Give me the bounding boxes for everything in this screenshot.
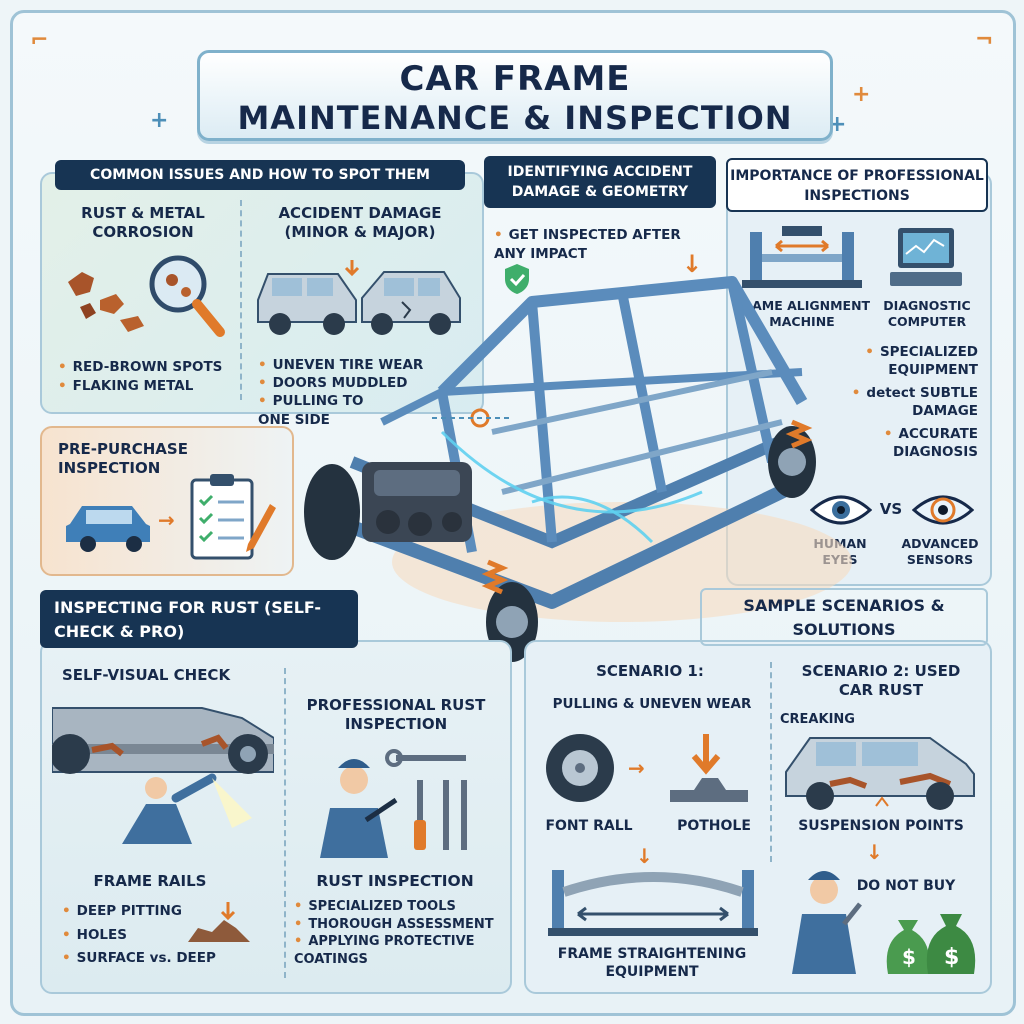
mechanic-wrench-icon <box>792 871 862 974</box>
blue-car-icon <box>66 506 150 552</box>
rust-corrosion-title: RUST & METAL CORROSION <box>81 204 205 241</box>
list-item: •FLAKING METAL <box>58 377 194 394</box>
inspecting-rust-header: INSPECTING FOR RUST (SELF-CHECK & PRO) <box>40 590 358 648</box>
arrow-right-icon: → <box>158 508 175 532</box>
list-item: •UNEVEN TIRE WEAR <box>258 357 424 373</box>
divider <box>284 668 286 978</box>
font-rail-label: FONT RALL <box>545 818 633 834</box>
money-bags-icon: $ $ <box>886 914 976 974</box>
accident-bullets: •UNEVEN TIRE WEAR •DOORS MUDDLED •PULLIN… <box>258 356 423 429</box>
frame-alignment-machine-label: FRAME ALIGNMENT MACHINE <box>733 298 871 329</box>
arrow-down-icon: ↓ <box>866 840 883 864</box>
identifying-note: •GET INSPECTED AFTER ANY IMPACT <box>494 227 681 262</box>
arrow-down-icon: ↓ <box>636 844 653 868</box>
scenarios-header: SAMPLE SCENARIOS & SOLUTIONS <box>700 588 988 646</box>
diagnostic-computer-label: DIAGNOSTIC COMPUTER <box>883 298 971 329</box>
rust-bullets: •RED-BROWN SPOTS •FLAKING METAL <box>58 358 222 396</box>
list-item: •PULLING TO ONE SIDE <box>258 393 364 428</box>
title-banner: CAR FRAME MAINTENANCE & INSPECTION <box>197 50 833 141</box>
svg-text:$: $ <box>902 945 916 969</box>
list-item: •detect SUBTLE DAMAGE <box>851 385 978 419</box>
shield-check-icon <box>505 264 529 294</box>
common-issues-header: COMMON ISSUES AND HOW TO SPOT THEM <box>55 160 465 190</box>
mechanic-tools-icon <box>320 749 467 858</box>
plus-decoration-icon: + <box>852 82 871 107</box>
scenario1-subtitle: PULLING & UNEVEN WEAR <box>552 696 752 712</box>
advanced-sensor-eye-icon <box>912 495 974 525</box>
corner-decoration-icon: ¬ <box>975 28 994 53</box>
plus-decoration-icon: + <box>150 108 169 133</box>
used-suv-icon <box>785 737 975 810</box>
professional-rust-inspection-title: PROFESSIONAL RUST INSPECTION <box>306 696 486 733</box>
car-frame-illustration <box>304 276 852 662</box>
checklist-clipboard-icon <box>190 474 276 560</box>
svg-text:$: $ <box>944 945 959 970</box>
list-item: •ACCURATE DIAGNOSIS <box>883 426 978 460</box>
accident-damage-title: ACCIDENT DAMAGE (MINOR & MAJOR) <box>278 204 442 241</box>
page-subtitle: MAINTENANCE & INSPECTION <box>237 99 793 137</box>
arrow-down-icon: ↓ <box>682 250 703 278</box>
list-item: •HOLES <box>62 926 127 943</box>
list-item: •APPLYING PROTECTIVE COATINGS <box>294 934 475 967</box>
list-item: •SURFACE vs. DEEP <box>62 950 216 967</box>
do-not-buy-label: DO NOT BUY <box>856 878 956 894</box>
scenario1-title: SCENARIO 1: <box>596 662 704 680</box>
self-check-bullets: •DEEP PITTING •HOLES •SURFACE vs. DEEP <box>62 900 216 971</box>
list-item: •SPECIALIZED TOOLS <box>294 899 456 914</box>
list-item: •SPECIALIZED EQUIPMENT <box>865 344 978 378</box>
pothole-icon <box>670 734 748 802</box>
divider <box>770 662 772 862</box>
vs-label: VS <box>879 500 903 518</box>
arrow-right-icon: → <box>628 756 645 780</box>
frame-straightening-equipment-icon <box>548 870 758 936</box>
divider <box>240 200 242 400</box>
identifying-header: IDENTIFYING ACCIDENT DAMAGE & GEOMETRY <box>484 156 716 208</box>
list-item: •DEEP PITTING <box>62 903 182 919</box>
pothole-label: POTHOLE <box>677 818 751 834</box>
self-check-mechanic-icon <box>52 707 274 844</box>
list-item: •THOROUGH ASSESSMENT <box>294 916 494 932</box>
page-title: CAR FRAME <box>399 59 631 99</box>
rust-pitting-icon <box>188 902 250 942</box>
professional-bullets: •SPECIALIZED EQUIPMENT •detect SUBTLE DA… <box>848 344 978 461</box>
damaged-cars-icon <box>257 260 461 335</box>
pre-purchase-title: PRE-PURCHASE INSPECTION <box>58 440 188 477</box>
diagnostic-computer-icon <box>890 228 962 286</box>
professional-header: IMPORTANCE OF PROFESSIONAL INSPECTIONS <box>726 158 988 212</box>
frame-straightening-label: FRAME STRAIGHTENING EQUIPMENT <box>557 946 747 980</box>
suspension-points-label: SUSPENSION POINTS <box>798 818 964 834</box>
pro-rust-bullets: •SPECIALIZED TOOLS •THOROUGH ASSESSMENT … <box>294 898 504 968</box>
self-visual-check-title: SELF-VISUAL CHECK <box>62 666 231 684</box>
creaking-label: CREAKING <box>780 712 855 727</box>
human-eye-icon <box>810 495 872 525</box>
rust-magnifier-icon <box>68 255 225 337</box>
tire-icon <box>546 734 614 802</box>
list-item: •DOORS MUDDLED <box>258 375 408 392</box>
frame-alignment-machine-icon <box>742 226 862 288</box>
inspecting-rust-panel <box>40 640 512 994</box>
list-item: •RED-BROWN SPOTS <box>58 359 223 375</box>
corner-decoration-icon: ⌐ <box>30 28 49 53</box>
advanced-sensors-label: ADVANCED SENSORS <box>901 536 979 567</box>
scenario2-title: SCENARIO 2: USED CAR RUST <box>801 662 961 699</box>
rust-inspection-title: RUST INSPECTION <box>316 872 474 890</box>
frame-rails-title: FRAME RAILS <box>93 872 207 890</box>
